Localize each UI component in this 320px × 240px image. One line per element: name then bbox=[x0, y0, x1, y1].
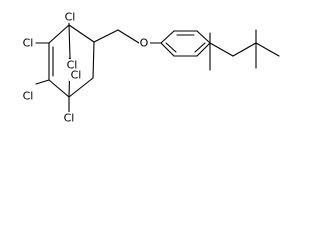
bond bbox=[165, 42, 177, 53]
chlorine-label: Cl bbox=[23, 90, 34, 103]
bond bbox=[68, 24, 95, 43]
bond bbox=[196, 30, 211, 44]
bond bbox=[232, 42, 257, 57]
oxygen-label: O bbox=[140, 37, 149, 50]
bond bbox=[160, 30, 175, 44]
chlorine-label: Cl bbox=[23, 37, 34, 50]
bond bbox=[92, 41, 95, 79]
bond bbox=[160, 42, 175, 57]
bond bbox=[68, 77, 94, 98]
bond bbox=[93, 29, 119, 43]
chlorine-label: Cl bbox=[65, 11, 76, 24]
bond bbox=[194, 42, 206, 53]
bond bbox=[68, 24, 71, 59]
bond bbox=[209, 42, 234, 57]
chlorine-label: Cl bbox=[71, 69, 82, 82]
atom-labels: Cl Cl Cl Cl Cl Cl O bbox=[21, 11, 150, 125]
bond bbox=[48, 24, 70, 44]
bond bbox=[117, 29, 140, 44]
bond bbox=[35, 79, 50, 85]
bond bbox=[48, 79, 70, 98]
chlorine-label: Cl bbox=[64, 112, 75, 125]
chlorine-label: Cl bbox=[67, 59, 78, 72]
bond bbox=[196, 42, 211, 57]
bond bbox=[255, 42, 280, 57]
chemical-structure: Cl Cl Cl Cl Cl Cl O bbox=[21, 11, 280, 125]
